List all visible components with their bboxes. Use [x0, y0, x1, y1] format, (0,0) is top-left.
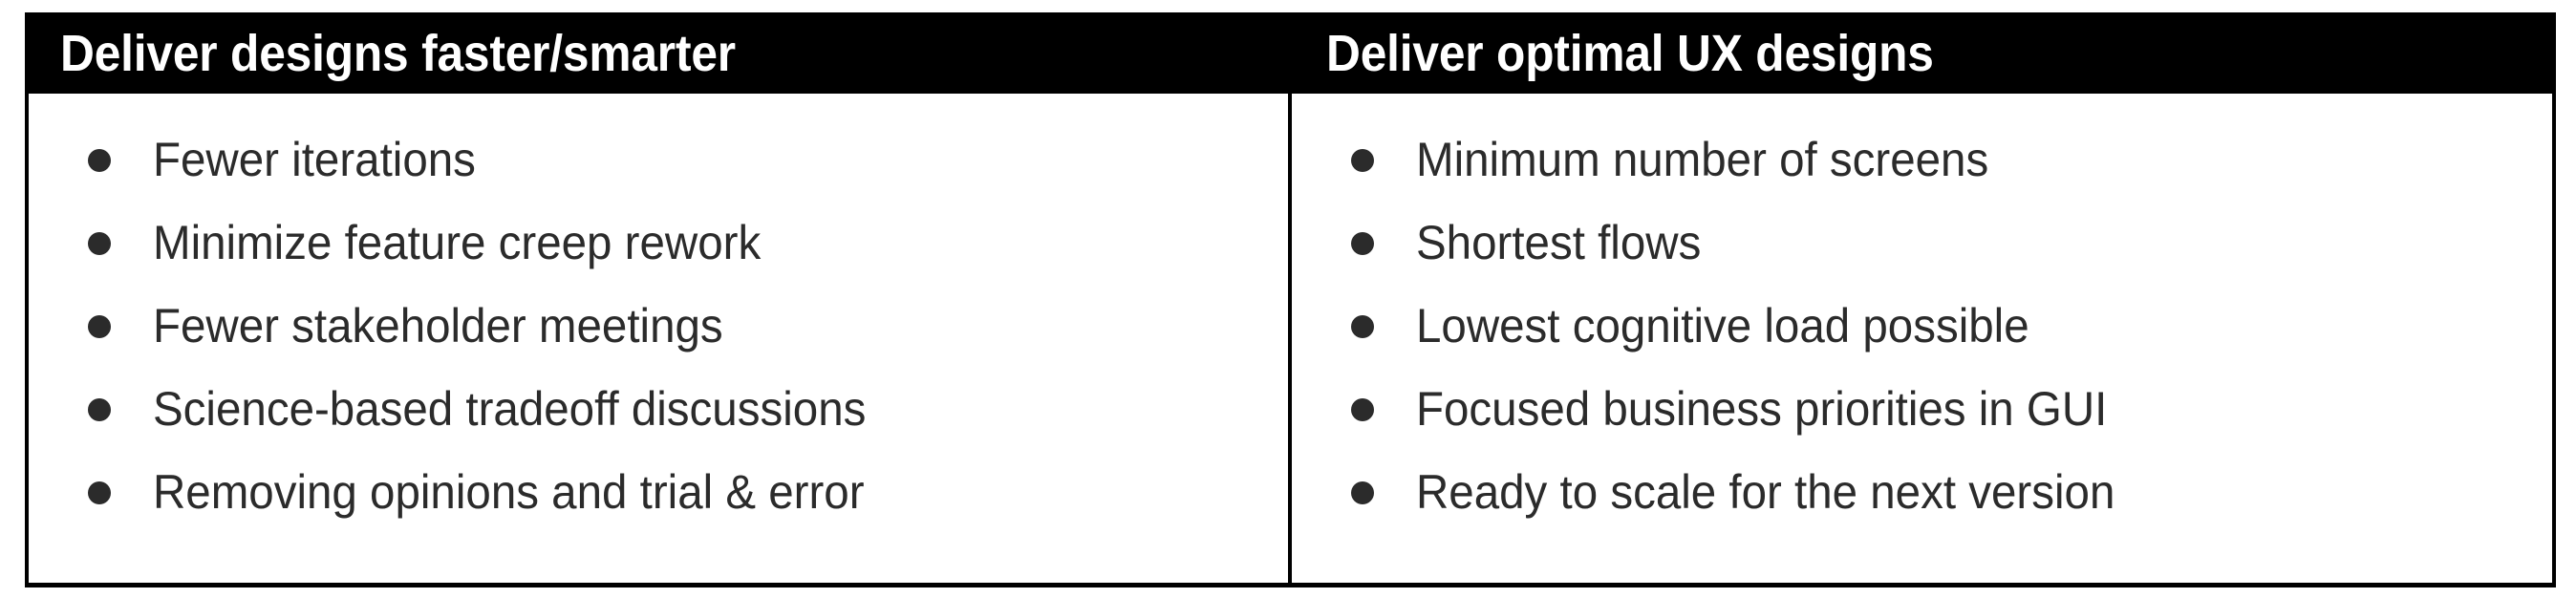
bullet-list-left: Fewer iterations Minimize feature creep … [29, 118, 1288, 534]
list-item-label: Minimize feature creep rework [153, 216, 762, 270]
table-header-cell-right: Deliver optimal UX designs [1290, 12, 2556, 94]
list-item: Lowest cognitive load possible [1292, 285, 2552, 368]
list-item-label: Shortest flows [1416, 216, 1702, 270]
bullet-dot-icon [1351, 481, 1374, 504]
bullet-dot-icon [1351, 397, 1374, 421]
bullet-dot-icon [1351, 314, 1374, 338]
table-body-cell-right: Minimum number of screens Shortest flows… [1292, 94, 2552, 583]
list-item-label: Minimum number of screens [1416, 133, 1989, 187]
list-item: Focused business priorities in GUI [1292, 368, 2552, 451]
list-item: Minimum number of screens [1292, 118, 2552, 202]
list-item: Removing opinions and trial & error [29, 451, 1288, 534]
table-body-row: Fewer iterations Minimize feature creep … [25, 94, 2556, 587]
list-item: Shortest flows [1292, 202, 2552, 285]
list-item-label: Lowest cognitive load possible [1416, 299, 2029, 353]
table-body-cell-left: Fewer iterations Minimize feature creep … [29, 94, 1292, 583]
list-item-label: Removing opinions and trial & error [153, 465, 865, 520]
list-item-label: Science-based tradeoff discussions [153, 382, 867, 437]
bullet-dot-icon [88, 397, 111, 421]
list-item-label: Ready to scale for the next version [1416, 465, 2115, 520]
bullet-dot-icon [88, 481, 111, 504]
column-header-title-right: Deliver optimal UX designs [1326, 24, 1934, 82]
two-column-table: Deliver designs faster/smarter Deliver o… [25, 12, 2556, 587]
list-item: Fewer iterations [29, 118, 1288, 202]
table-header-row: Deliver designs faster/smarter Deliver o… [25, 12, 2556, 94]
list-item: Minimize feature creep rework [29, 202, 1288, 285]
list-item: Fewer stakeholder meetings [29, 285, 1288, 368]
bullet-dot-icon [1351, 148, 1374, 172]
list-item-label: Focused business priorities in GUI [1416, 382, 2108, 437]
bullet-dot-icon [88, 148, 111, 172]
list-item-label: Fewer iterations [153, 133, 476, 187]
bullet-dot-icon [88, 231, 111, 255]
bullet-dot-icon [88, 314, 111, 338]
table-header-cell-left: Deliver designs faster/smarter [25, 12, 1290, 94]
list-item: Ready to scale for the next version [1292, 451, 2552, 534]
bullet-list-right: Minimum number of screens Shortest flows… [1292, 118, 2552, 534]
list-item-label: Fewer stakeholder meetings [153, 299, 723, 353]
column-header-title-left: Deliver designs faster/smarter [60, 24, 736, 82]
bullet-dot-icon [1351, 231, 1374, 255]
list-item: Science-based tradeoff discussions [29, 368, 1288, 451]
